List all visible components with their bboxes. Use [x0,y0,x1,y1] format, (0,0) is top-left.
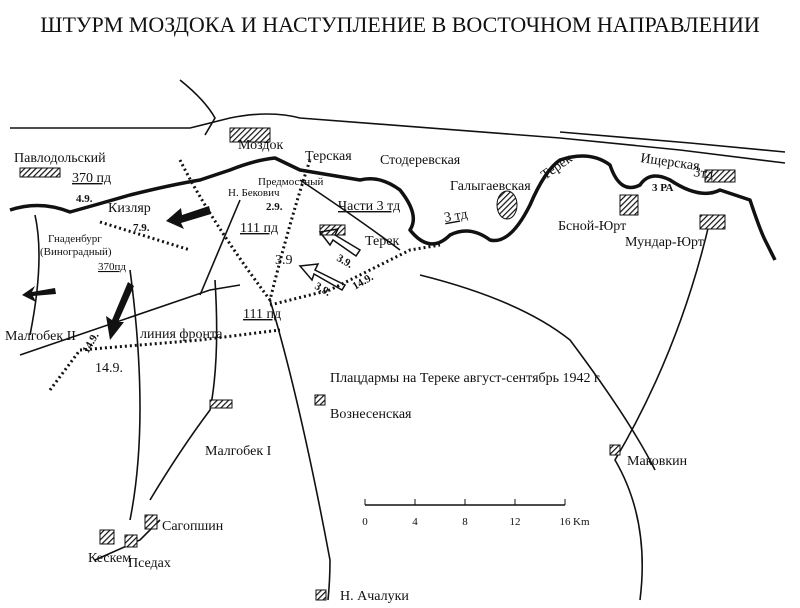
unit-labels: 370 пд 370пд 111 пд 111 пд Части 3 тд 3 … [72,165,714,322]
label-predmostny: Предмостный [258,176,323,188]
label-sagopshin: Сагопшин [162,519,224,534]
unit-3-td: 3 тд [443,207,469,226]
label-keskem: Кескем [88,551,131,566]
front-line-label: линия фронта [140,327,223,342]
scale-tick: 4 [412,516,418,528]
unit-370-pd-2: 370пд [98,261,126,273]
date-14-9-c: 14.9. [95,361,123,376]
date-14-9: 14.9. [351,271,376,293]
unit-111-pd-2: 111 пд [243,307,281,322]
label-psedakh: Пседах [128,556,171,571]
place-labels: Павлодольский Кизляр Гнаденбург (Виногра… [5,138,704,604]
scale-bar: 0 4 8 12 16 Km [362,499,590,528]
label-stoderevskaya: Стодеревская [380,153,461,168]
terek-river [9,154,777,261]
label-bekovich: Н. Бекович [228,187,280,199]
label-voznesenskaya: Вознесенская [330,407,412,422]
railway [10,79,786,164]
map-caption: Плацдармы на Тереке август-сентябрь 1942… [330,371,602,386]
scale-tick: 12 [510,516,521,528]
label-ishcherskaya: Ищерская [639,151,701,174]
label-mozdok: Моздок [238,138,284,153]
label-achaluki: Н. Ачалуки [340,589,409,604]
label-malgobek-1: Малгобек I [205,444,272,459]
label-mundar-yurt: Мундар-Юрт [625,235,704,250]
map-title: ШТУРМ МОЗДОКА И НАСТУПЛЕНИЕ В ВОСТОЧНОМ … [40,12,760,37]
scale-unit: Km [573,516,590,528]
label-gnadenburg: Гнаденбург [48,233,102,245]
label-vinogradny: (Виноградный) [40,246,112,258]
label-makovkin: Маковкин [627,454,688,469]
scale-tick: 8 [462,516,468,528]
settlements [19,127,736,601]
unit-3-ra: 3 РА [652,182,674,194]
roads [19,179,711,601]
label-terek: Терек [365,234,399,249]
date-3-9-b: 3.9. [335,252,356,271]
label-bsnoy-yurt: Бсной-Юрт [558,219,626,234]
date-4-9: 4.9. [76,193,93,205]
date-3-9: 3.9 [275,253,293,268]
unit-3-td-2: 3тд [692,165,714,183]
date-7-9: 7.9. [133,222,150,234]
label-terskaya: Терская [305,149,352,164]
unit-370-pd: 370 пд [72,171,111,186]
date-labels: 4.9. 7.9. 2.9. 3.9 3.9. 3.9. 14.9. 14.9.… [76,193,376,376]
label-kizlyar: Кизляр [108,201,151,216]
label-malgobek-2: Малгобек II [5,329,76,344]
unit-3-td-parts: Части 3 тд [338,199,400,214]
scale-tick: 16 [560,516,572,528]
scale-tick: 0 [362,516,368,528]
date-2-9: 2.9. [266,201,283,213]
unit-111-pd: 111 пд [240,221,278,236]
label-pavlodolsky: Павлодольский [14,151,106,166]
attack-arrows [22,206,362,340]
label-galygaevskaya: Галыгаевская [450,179,531,194]
front-lines [48,159,441,391]
label-terek-river: Терек [539,151,576,183]
